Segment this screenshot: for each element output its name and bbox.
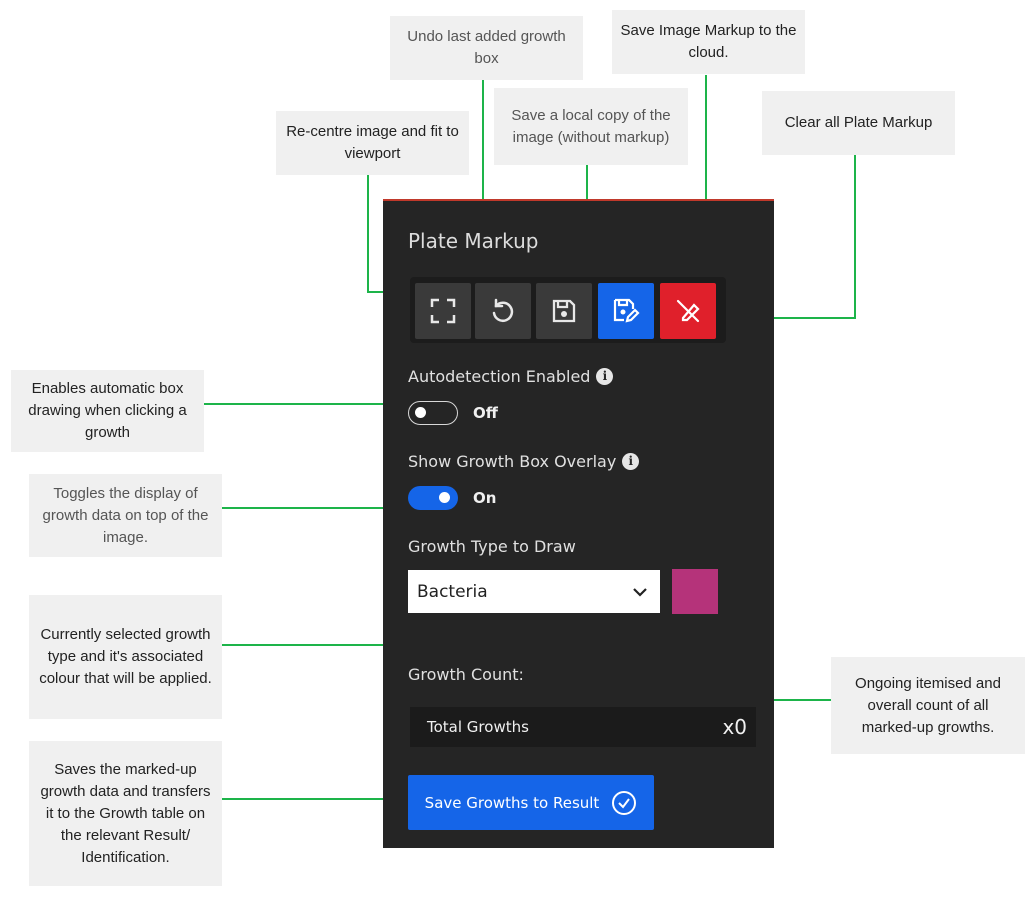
growth-type-value: Bacteria [417,581,488,602]
autodetection-label: Autodetection Enabled i [408,367,614,386]
growth-type-label: Growth Type to Draw [408,537,576,556]
callout-save-cloud: Save Image Markup to the cloud. [612,10,805,74]
undo-icon [492,298,514,322]
total-growths-row: Total Growths x0 [410,707,756,747]
save-cloud-button[interactable] [598,283,654,339]
total-growths-label: Total Growths [427,718,529,736]
floppy-disk-icon [552,299,576,323]
markup-toolbar [410,277,726,343]
plate-markup-panel: Plate Markup [383,199,774,848]
check-circle-icon [612,790,637,815]
clear-markup-button[interactable] [660,283,716,339]
growth-count-label: Growth Count: [408,665,524,684]
growth-type-select[interactable]: Bacteria [408,570,660,613]
callout-autodetect: Enables automatic box drawing when click… [11,370,204,452]
overlay-toggle[interactable] [408,486,458,510]
fit-viewport-icon [430,298,456,324]
chevron-down-icon [633,587,647,597]
cloud-save-edit-icon [613,298,640,323]
callout-undo: Undo last added growth box [390,16,583,80]
info-icon[interactable]: i [596,368,614,385]
save-growths-button[interactable]: Save Growths to Result [408,775,654,830]
callout-recentre: Re-centre image and fit to viewport [276,111,469,175]
info-icon[interactable]: i [622,453,640,470]
autodetection-toggle[interactable] [408,401,458,425]
callout-clear: Clear all Plate Markup [762,91,955,155]
total-growths-value: x0 [722,715,747,739]
undo-button[interactable] [475,283,531,339]
panel-title: Plate Markup [408,229,539,253]
eraser-icon [676,299,700,323]
overlay-label: Show Growth Box Overlay i [408,452,640,471]
callout-overlay: Toggles the display of growth data on to… [29,474,222,557]
callout-growth-type: Currently selected growth type and it's … [29,595,222,719]
toggle-knob [415,407,426,418]
callout-save-result: Saves the marked-up growth data and tran… [29,741,222,886]
callout-save-local: Save a local copy of the image (without … [494,88,688,165]
growth-type-color-swatch[interactable] [672,569,718,614]
recentre-button[interactable] [415,283,471,339]
toggle-knob [439,492,450,503]
callout-count: Ongoing itemised and overall count of al… [831,657,1025,754]
save-growths-label: Save Growths to Result [424,793,600,812]
overlay-state: On [473,489,497,507]
autodetection-state: Off [473,404,498,422]
save-local-button[interactable] [536,283,592,339]
